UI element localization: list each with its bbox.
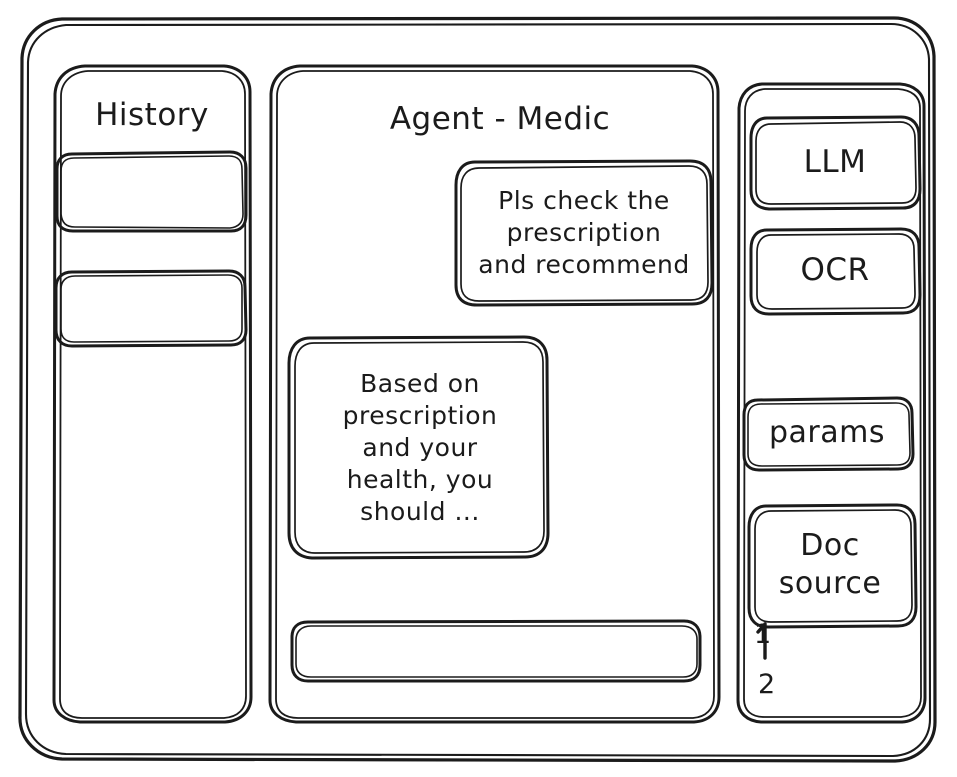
ocr-button[interactable]: OCR xyxy=(800,252,870,289)
message-bubble-assistant: Based on prescription and your health, y… xyxy=(342,369,498,526)
history-item-2[interactable] xyxy=(56,271,246,346)
doc-source-button[interactable]: Doc source xyxy=(778,527,882,601)
history-item-1[interactable] xyxy=(57,152,246,231)
params-button[interactable]: params xyxy=(769,415,885,451)
doc-source-item-2[interactable]: 2 xyxy=(758,668,776,700)
doc-source-item-1[interactable]: 1 xyxy=(754,618,772,650)
page-title: Agent - Medic xyxy=(389,101,611,138)
llm-button[interactable]: LLM xyxy=(803,144,867,181)
history-panel-title: History xyxy=(95,97,209,134)
message-bubble-user: Pls check the prescription and recommend xyxy=(478,186,690,279)
composer-input[interactable] xyxy=(292,621,700,681)
